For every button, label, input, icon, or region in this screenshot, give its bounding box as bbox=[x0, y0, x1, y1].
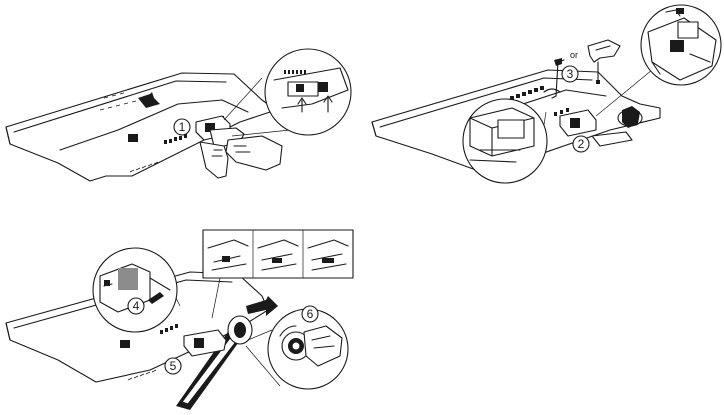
step-4-number: 4 bbox=[133, 299, 140, 313]
step-1-number: 1 bbox=[179, 120, 186, 134]
magnify-callout-3 bbox=[595, 4, 722, 117]
hand-2 bbox=[225, 135, 283, 171]
step-6-marker: 6 bbox=[301, 305, 319, 323]
or-label: or bbox=[570, 50, 578, 60]
stand-hinge-2 bbox=[559, 109, 597, 137]
magnify-callout-2 bbox=[462, 98, 548, 184]
monitor-back-1 bbox=[5, 72, 277, 182]
hinge-detail-frame bbox=[202, 229, 354, 319]
magnify-callout-6 bbox=[245, 308, 349, 390]
panel-step-2-3: or 2 bbox=[371, 4, 722, 184]
step-6-number: 6 bbox=[307, 307, 314, 321]
rotate-arrow bbox=[543, 88, 561, 93]
step-3-marker: 3 bbox=[561, 65, 579, 83]
stand-base-2 bbox=[591, 106, 643, 147]
panel-step-4-5-6: 4 5 6 bbox=[5, 229, 354, 410]
panel-step-1: 1 bbox=[5, 48, 352, 182]
step-2-number: 2 bbox=[578, 137, 585, 151]
step-5-marker: 5 bbox=[164, 357, 182, 375]
push-arrow bbox=[246, 296, 278, 316]
screwdriver-tool bbox=[551, 58, 565, 99]
step-4-marker: 4 bbox=[127, 297, 145, 315]
step-1-marker: 1 bbox=[173, 118, 191, 136]
step-3-number: 3 bbox=[567, 67, 574, 81]
magnify-callout-1 bbox=[223, 48, 352, 137]
hand-1 bbox=[199, 127, 245, 179]
stand-neck bbox=[176, 315, 253, 410]
step-2-marker: 2 bbox=[572, 135, 590, 153]
step-5-number: 5 bbox=[170, 359, 177, 373]
hand-screw bbox=[587, 39, 621, 84]
